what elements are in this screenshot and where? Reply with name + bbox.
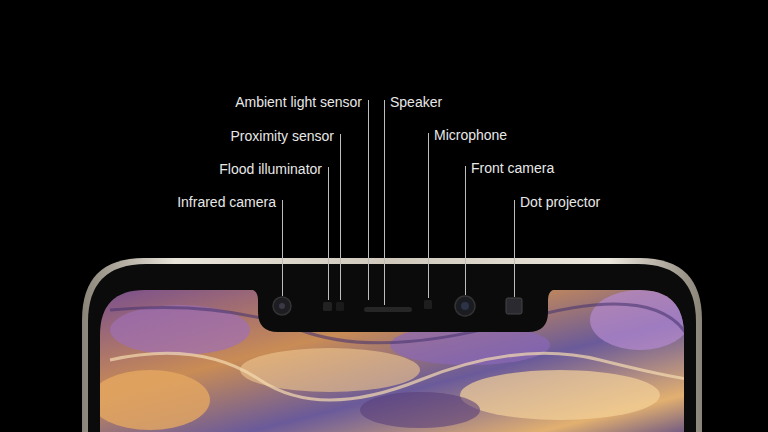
infrared-camera: [273, 297, 291, 315]
flood-illuminator: [323, 302, 332, 311]
part-label: Front camera: [471, 160, 554, 176]
leader-line: [465, 166, 466, 295]
phone-bezel: [88, 264, 696, 432]
dot-projector: [506, 298, 522, 314]
screen-wallpaper: [90, 290, 700, 432]
leader-line: [368, 100, 369, 300]
notch: [248, 289, 558, 332]
phone-frame: [82, 258, 702, 432]
leader-line: [514, 200, 515, 297]
part-label: Speaker: [390, 94, 442, 110]
leader-line: [328, 167, 329, 300]
part-label: Ambient light sensor: [235, 94, 362, 110]
lens: [461, 302, 469, 310]
microphone: [424, 300, 432, 309]
part-label: Microphone: [434, 127, 507, 143]
leader-line: [282, 200, 283, 296]
part-label: Flood illuminator: [219, 161, 322, 177]
part-label: Dot projector: [520, 194, 600, 210]
lens: [279, 303, 285, 309]
front-camera: [455, 296, 475, 316]
part-label: Proximity sensor: [231, 128, 334, 144]
proximity-sensor: [336, 302, 344, 311]
speaker-grille: [364, 307, 412, 312]
part-label: Infrared camera: [177, 194, 276, 210]
leader-line: [340, 134, 341, 300]
leader-line: [428, 133, 429, 298]
leader-line: [384, 100, 385, 305]
